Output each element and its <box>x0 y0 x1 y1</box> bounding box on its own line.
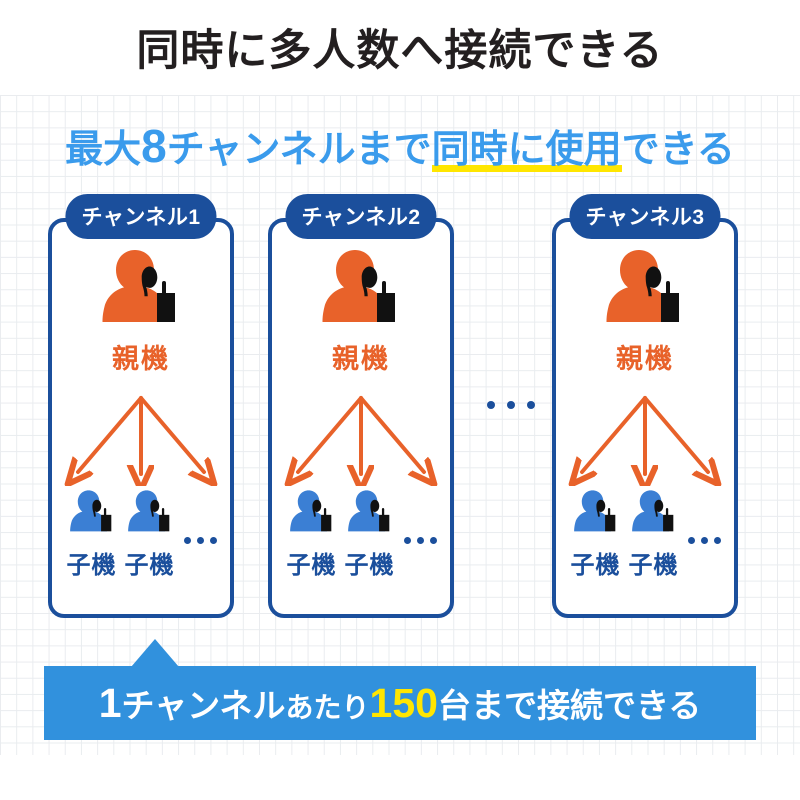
person-headset-radio-icon <box>67 490 117 540</box>
person-headset-radio-icon <box>287 490 337 540</box>
child-device-label: 子機 <box>124 552 175 579</box>
channel-card[interactable]: チャンネル1 親機 <box>48 194 234 618</box>
channel-badge: チャンネル2 <box>285 194 437 239</box>
banner-middle: チャンネル <box>121 687 286 724</box>
child-device: 子機 <box>124 488 176 580</box>
subtitle-suffix: できる <box>621 129 735 171</box>
banner-pointer-triangle <box>131 639 179 667</box>
person-headset-radio-icon <box>571 490 621 540</box>
capacity-banner: 1チャンネルあたり150台まで接続できる <box>44 666 756 740</box>
subtitle-prefix: 最大 <box>65 129 142 171</box>
connection-arrows <box>56 394 226 486</box>
banner-capacity-number: 150 <box>369 680 438 726</box>
subtitle-channel-count: 8 <box>141 120 167 172</box>
person-headset-radio-icon <box>125 490 175 540</box>
banner-unit: 台 <box>437 687 471 724</box>
channel-card[interactable]: チャンネル2 親機 <box>268 194 454 618</box>
capacity-banner-text: 1チャンネルあたり150台まで接続できる <box>99 679 702 727</box>
child-device-label: 子機 <box>286 552 337 579</box>
banner-lead-number: 1 <box>98 680 122 726</box>
page-title: 同時に多人数へ接続できる <box>136 27 664 75</box>
child-device-label: 子機 <box>628 552 679 579</box>
subtitle-middle: チャンネルまで <box>166 129 432 171</box>
more-children-ellipsis-icon <box>403 537 437 580</box>
child-device: 子機 <box>570 488 622 580</box>
child-device: 子機 <box>286 488 338 580</box>
banner-small: あたり <box>285 692 370 723</box>
parent-device-block: 親機 <box>272 246 450 376</box>
more-children-ellipsis-icon <box>687 537 721 580</box>
person-headset-radio-icon <box>345 490 395 540</box>
connection-arrows <box>560 394 730 486</box>
child-devices-row: 子機 子機 <box>272 488 450 580</box>
connection-arrows <box>276 394 446 486</box>
more-channels-ellipsis-icon <box>487 401 535 409</box>
subtitle: 最大8チャンネルまで同時に使用できる <box>0 118 800 173</box>
channel-card[interactable]: チャンネル3 親機 <box>552 194 738 618</box>
child-device-label: 子機 <box>570 552 621 579</box>
child-device: 子機 <box>66 488 118 580</box>
more-children-ellipsis-icon <box>183 537 217 580</box>
child-devices-row: 子機 子機 <box>52 488 230 580</box>
parent-device-label: 親機 <box>332 344 390 374</box>
channel-badge: チャンネル1 <box>65 194 217 239</box>
parent-device-block: 親機 <box>52 246 230 376</box>
person-headset-radio-icon <box>601 250 689 334</box>
child-device: 子機 <box>344 488 396 580</box>
child-devices-row: 子機 子機 <box>556 488 734 580</box>
person-headset-radio-icon <box>317 250 405 334</box>
child-device-label: 子機 <box>66 552 117 579</box>
parent-device-label: 親機 <box>112 344 170 374</box>
child-device: 子機 <box>628 488 680 580</box>
parent-device-block: 親機 <box>556 246 734 376</box>
child-device-label: 子機 <box>344 552 395 579</box>
subtitle-highlight: 同時に使用 <box>431 129 622 172</box>
channel-badge: チャンネル3 <box>569 194 721 239</box>
banner-suffix: まで接続できる <box>470 687 702 724</box>
parent-device-label: 親機 <box>616 344 674 374</box>
person-headset-radio-icon <box>629 490 679 540</box>
person-headset-radio-icon <box>97 250 185 334</box>
